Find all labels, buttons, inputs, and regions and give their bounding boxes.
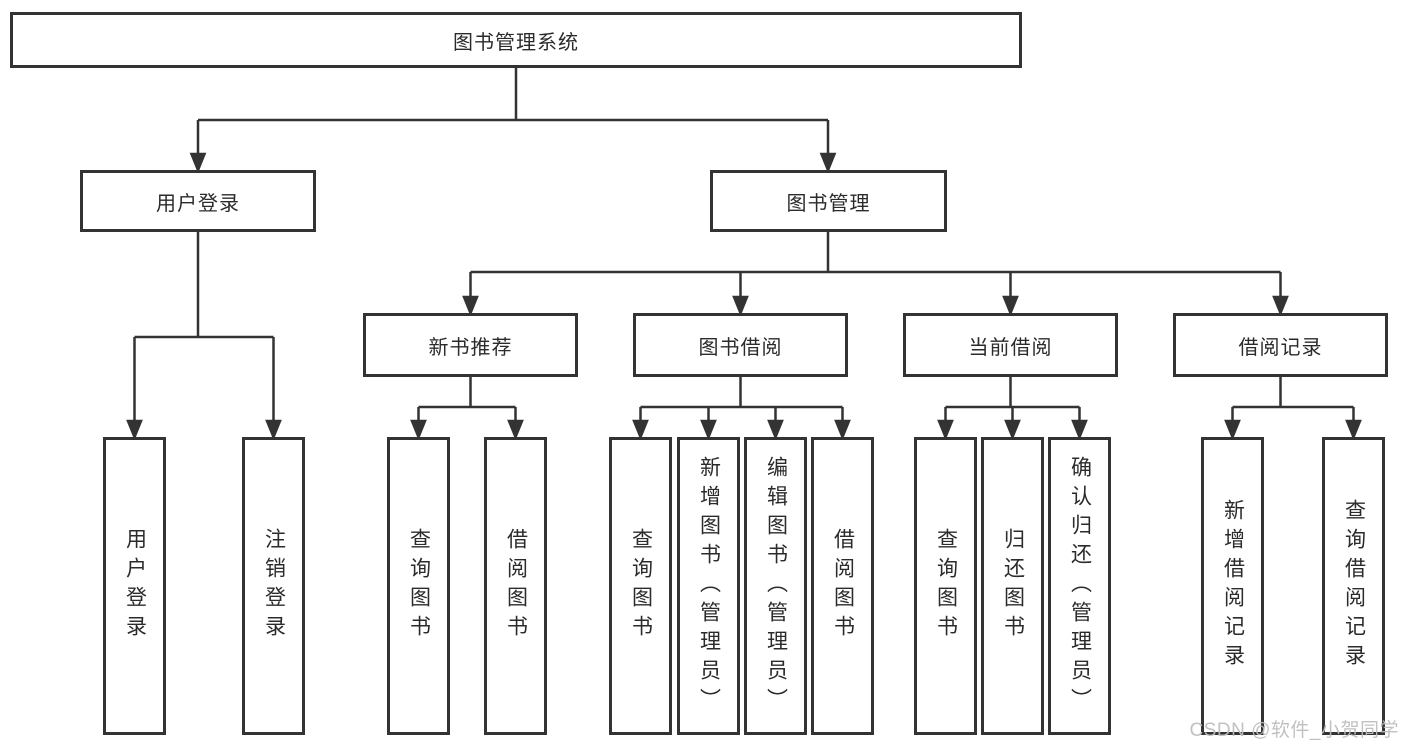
leaf-edit-books-admin-label: 编辑图书（管理员）: [764, 455, 788, 717]
node-current-borrowing: 当前借阅: [903, 313, 1118, 377]
leaf-query-books-current: 查询图书: [914, 437, 977, 735]
leaf-return-books: 归还图书: [981, 437, 1044, 735]
node-user-login: 用户登录: [80, 170, 316, 232]
leaf-confirm-return-admin: 确认归还（管理员）: [1048, 437, 1111, 735]
leaf-query-books-recommend: 查询图书: [387, 437, 450, 735]
node-book-borrowing: 图书借阅: [633, 313, 848, 377]
node-new-book-recommend: 新书推荐: [363, 313, 578, 377]
node-user-login-label: 用户登录: [156, 192, 240, 215]
node-book-borrowing-label: 图书借阅: [698, 336, 783, 359]
node-borrowing-records: 借阅记录: [1173, 313, 1388, 377]
leaf-query-books-borrowing: 查询图书: [609, 437, 672, 735]
leaf-logout-label: 注销登录: [262, 528, 286, 644]
leaf-add-borrow-record: 新增借阅记录: [1201, 437, 1264, 735]
leaf-query-borrow-record: 查询借阅记录: [1322, 437, 1385, 735]
connector-new-book-recommend-children: [410, 377, 524, 441]
leaf-query-borrow-record-label: 查询借阅记录: [1342, 499, 1366, 673]
leaf-borrow-books-recommend: 借阅图书: [484, 437, 547, 735]
leaf-logout: 注销登录: [242, 437, 305, 735]
connector-borrowing-records-children: [1224, 377, 1362, 441]
node-new-book-recommend-label: 新书推荐: [428, 336, 513, 359]
leaf-query-books-recommend-label: 查询图书: [407, 528, 431, 644]
leaf-return-books-label: 归还图书: [1001, 528, 1025, 644]
leaf-query-books-current-label: 查询图书: [934, 528, 958, 644]
leaf-add-books-admin-label: 新增图书（管理员）: [697, 455, 721, 717]
connector-user-login-children: [126, 232, 282, 441]
leaf-borrow-books-borrowing: 借阅图书: [811, 437, 874, 735]
node-root-system-label: 图书管理系统: [453, 31, 579, 54]
connector-current-borrowing-children: [937, 377, 1088, 441]
node-book-management-label: 图书管理: [786, 192, 871, 215]
connector-book-borrowing-children: [632, 377, 851, 441]
connector-book-management-children: [462, 232, 1289, 317]
connector-root-to-level2: [189, 68, 837, 174]
leaf-borrow-books-recommend-label: 借阅图书: [504, 528, 528, 644]
leaf-edit-books-admin: 编辑图书（管理员）: [744, 437, 807, 735]
leaf-confirm-return-admin-label: 确认归还（管理员）: [1068, 455, 1092, 717]
leaf-user-login: 用户登录: [103, 437, 166, 735]
node-root-system: 图书管理系统: [10, 12, 1022, 68]
node-book-management: 图书管理: [710, 170, 947, 232]
csdn-watermark: CSDN @软件_小贺同学: [1189, 720, 1399, 741]
leaf-add-borrow-record-label: 新增借阅记录: [1221, 499, 1245, 673]
leaf-user-login-label: 用户登录: [123, 528, 147, 644]
node-current-borrowing-label: 当前借阅: [968, 336, 1053, 359]
leaf-borrow-books-borrowing-label: 借阅图书: [831, 528, 855, 644]
leaf-query-books-borrowing-label: 查询图书: [629, 528, 653, 644]
node-borrowing-records-label: 借阅记录: [1238, 336, 1323, 359]
leaf-add-books-admin: 新增图书（管理员）: [677, 437, 740, 735]
